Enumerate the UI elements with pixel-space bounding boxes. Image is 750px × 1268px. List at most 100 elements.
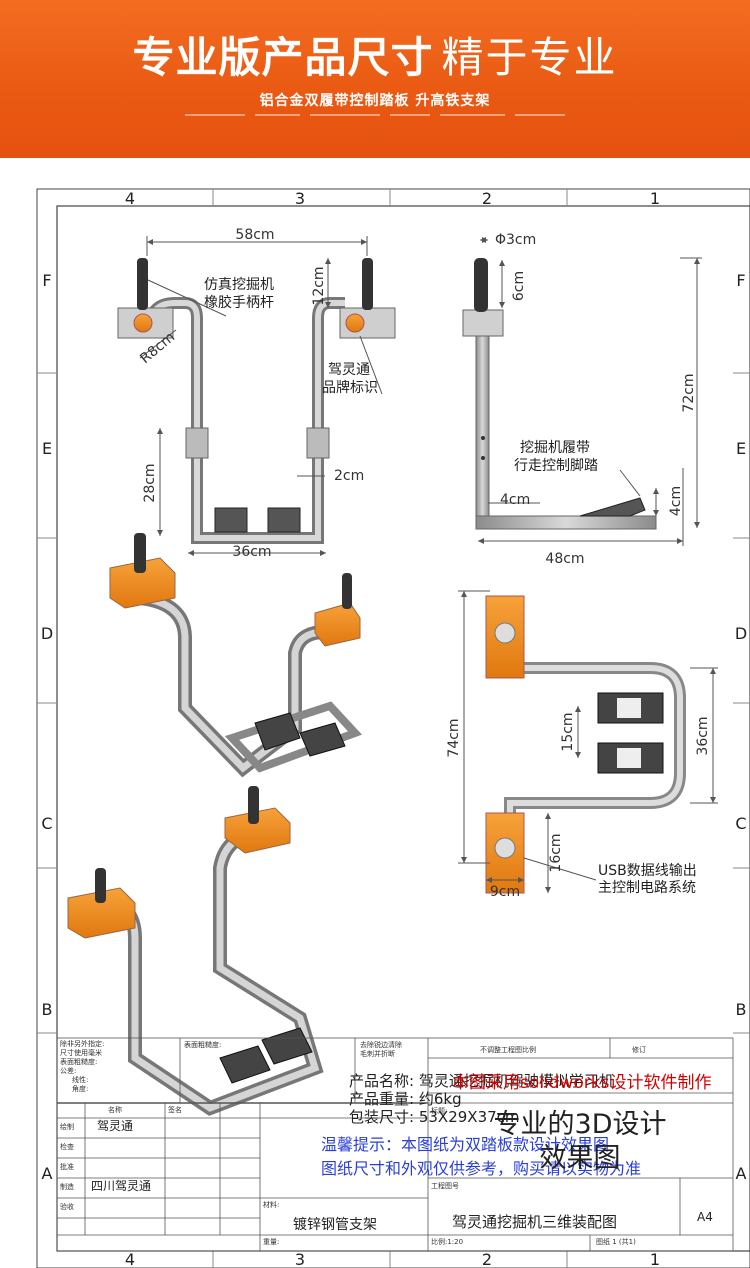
col-label: 1	[650, 189, 660, 208]
material-value: 镀锌钢管支架	[293, 1217, 377, 1233]
col-label: 3	[295, 1250, 305, 1268]
front-sleeve-left	[185, 427, 209, 459]
maker-name: 四川驾灵通	[91, 1179, 152, 1193]
row-check: 检查	[60, 1143, 74, 1151]
front-pedal-left	[214, 507, 248, 533]
row-qa: 验收	[60, 1203, 74, 1211]
isometric-view-lower	[67, 786, 324, 1116]
dim-pedal-spacing: 15cm	[560, 712, 576, 751]
col-label: 1	[650, 1250, 660, 1268]
label-handle-line2: 橡胶手柄杆	[204, 294, 274, 311]
material-label: 材料:	[263, 1201, 280, 1209]
iso-lower-box-right	[224, 807, 291, 854]
deburr-note: 去除锐边清除 毛刺并折断	[360, 1041, 402, 1059]
drawing-title-line1: 专业的3D设计	[493, 1109, 667, 1140]
dim-base-height: 28cm	[142, 463, 158, 502]
front-pedal-right	[267, 507, 301, 533]
dim-width-top: 58cm	[235, 227, 274, 243]
side-view: Φ3cm 6cm 72cm 挖掘机履带 行走控制脚踏 4cm 4cm 48cm	[462, 232, 702, 567]
iso-lower-box-left	[67, 887, 136, 939]
grid-labels: 4 3 2 1 4 3 2 1 F E D C B A F E D C B A	[41, 189, 747, 1268]
product-name-value: 驾灵通挖掘机驾驶模拟学习机	[418, 1072, 614, 1090]
row-label: D	[41, 624, 53, 643]
dim-tube-gap: 2cm	[334, 468, 364, 484]
row-label: E	[736, 439, 746, 458]
top-view: 74cm 15cm 36cm 16cm 9cm USB数据线输出 主控制电路系统	[446, 590, 718, 900]
title-block-grid	[56, 1037, 734, 1252]
tolerance-line: 表面粗糙度:	[60, 1058, 98, 1066]
row-approve: 批准	[60, 1163, 74, 1171]
product-name-label: 产品名称:	[349, 1072, 415, 1090]
drawing-title: 专业的3D设计 效果图	[470, 1108, 690, 1176]
row-label: B	[736, 1000, 747, 1019]
software-note: 本图采用solidworks设计软件制作	[452, 1073, 712, 1093]
sheet-count: 图纸 1 (共1)	[596, 1238, 636, 1246]
product-size-label: 包装尺寸:	[349, 1108, 415, 1126]
header-banner: 专业版产品尺寸精于专业 铝合金双履带控制踏板 升高铁支架	[0, 0, 750, 158]
isometric-view-upper	[109, 533, 363, 778]
name-header: 名称	[108, 1106, 122, 1114]
label-brand-line1: 驾灵通	[328, 362, 370, 378]
front-sleeve-right	[306, 427, 330, 459]
dim-diameter: Φ3cm	[495, 232, 536, 248]
notice-line2: 图纸尺寸和外观仅供参考，购买请以实物为准	[321, 1159, 642, 1178]
row-label: B	[42, 1000, 53, 1019]
row-label: F	[736, 271, 745, 290]
notice: 温馨提示：本图纸为双踏板款设计效果图 图纸尺寸和外观仅供参考，购买请以实物为准	[321, 1133, 641, 1181]
tolerance-line: 角度:	[72, 1085, 89, 1093]
label-usb-line2: 主控制电路系统	[598, 880, 696, 896]
dim-pedal-height: 4cm	[668, 486, 684, 516]
col-label: 2	[482, 189, 492, 208]
dim-depth: 48cm	[545, 551, 584, 567]
row-label: F	[42, 271, 51, 290]
label-brand-line2: 品牌标识	[322, 379, 378, 396]
iso-upper-box-left	[109, 557, 176, 609]
front-joystick-left	[137, 258, 148, 310]
tolerance-line: 公差:	[60, 1067, 77, 1075]
sheet-size: A4	[697, 1210, 713, 1224]
no-scale-note: 不调整工程图比例	[480, 1046, 536, 1054]
front-joystick-right	[362, 258, 373, 310]
iso-upper-box-right	[314, 602, 361, 647]
row-label: A	[736, 1164, 747, 1183]
deburr-line: 去除锐边清除	[360, 1041, 402, 1049]
dim-box-length: 16cm	[548, 833, 564, 872]
dim-pedal-offset: 4cm	[500, 492, 530, 508]
scale-label: 比例:1:20	[431, 1238, 464, 1246]
side-upright-tube	[475, 317, 490, 529]
front-view: 58cm 12cm R8cm 28cm 2cm 36cm 仿真挖掘机 橡胶手柄杆…	[117, 227, 396, 560]
row-label: E	[42, 439, 52, 458]
col-label: 4	[125, 1250, 135, 1268]
notice-line1: 温馨提示：本图纸为双踏板款设计效果图	[321, 1135, 610, 1154]
front-frame-tubes-highlight	[147, 300, 345, 541]
side-joystick	[474, 258, 488, 312]
signature-header: 签名	[168, 1106, 182, 1114]
dim-length: 74cm	[446, 718, 462, 757]
drawing-no-value: 驾灵通挖掘机三维装配图	[452, 1213, 618, 1231]
row-label: D	[735, 624, 747, 643]
title-label: 标题:	[431, 1107, 448, 1115]
side-control-box	[462, 309, 504, 337]
banner-fineprint-decoration	[185, 114, 565, 128]
dim-width: 36cm	[695, 716, 711, 755]
drawer-name: 驾灵通	[97, 1119, 134, 1133]
row-draw: 绘制	[60, 1123, 74, 1131]
product-weight-value: 约6kg	[418, 1090, 462, 1108]
col-label: 2	[482, 1250, 492, 1268]
row-make: 制造	[60, 1183, 74, 1191]
product-info: 产品名称: 驾灵通挖掘机驾驶模拟学习机 产品重量: 约6kg 包装尺寸: 53X…	[349, 1072, 614, 1126]
banner-title: 专业版产品尺寸精于专业	[0, 30, 750, 86]
side-base-tube	[475, 515, 657, 530]
dim-grip-height: 12cm	[311, 266, 327, 305]
deburr-line: 毛刺并折断	[360, 1050, 395, 1058]
product-size-value: 53X29X37cm	[418, 1108, 520, 1126]
label-pedal-line2: 行走控制脚踏	[514, 458, 598, 474]
banner-title-light: 精于专业	[441, 33, 618, 82]
row-label: C	[41, 814, 52, 833]
engineering-drawing: 4 3 2 1 4 3 2 1 F E D C B A F E D C B A	[36, 188, 750, 1268]
side-pedal	[579, 497, 646, 517]
weight-label: 重量:	[263, 1238, 280, 1246]
banner-title-bold: 专业版产品尺寸	[132, 33, 434, 82]
banner-subtitle: 铝合金双履带控制踏板 升高铁支架	[259, 93, 491, 109]
label-handle-line1: 仿真挖掘机	[204, 277, 274, 293]
